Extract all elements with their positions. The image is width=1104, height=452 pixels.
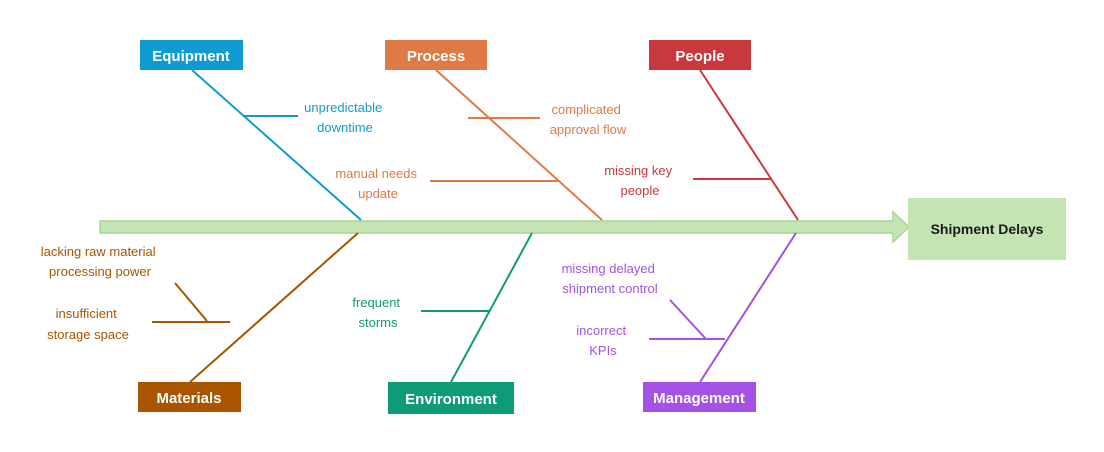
branch-people: People missing key people — [604, 40, 799, 221]
cause-unpredictable-downtime: unpredictable downtime — [304, 100, 386, 135]
effect-label: Shipment Delays — [931, 221, 1044, 237]
category-label-process: Process — [407, 48, 465, 65]
sub-bone-lacking-raw-material — [174, 282, 208, 322]
category-box-management — [643, 382, 756, 412]
bone-equipment — [191, 69, 362, 221]
branch-materials: Materials lacking raw material processin… — [41, 232, 359, 412]
bone-management — [699, 232, 797, 383]
cause-missing-delayed-shipment-control: missing delayed shipment control — [562, 261, 659, 296]
effect-box: Shipment Delays — [908, 198, 1066, 260]
category-label-people: People — [675, 48, 724, 65]
category-label-equipment: Equipment — [152, 48, 230, 65]
cause-missing-key-people: missing key people — [604, 163, 676, 198]
branch-process: Process complicated approval flow manual… — [335, 40, 627, 221]
category-box-environment — [388, 382, 514, 414]
cause-frequent-storms: frequent storms — [352, 295, 403, 330]
category-box-materials — [138, 382, 241, 412]
category-label-materials: Materials — [156, 390, 221, 407]
category-box-equipment — [140, 40, 243, 70]
bone-materials — [189, 232, 359, 383]
cause-lacking-raw-material: lacking raw material processing power — [41, 244, 160, 279]
branch-environment: Environment frequent storms — [352, 232, 533, 414]
cause-insufficient-storage-space: insufficient storage space — [47, 306, 129, 342]
bone-people — [699, 69, 799, 221]
sub-bone-missing-delayed-shipment-control — [669, 299, 707, 340]
bone-environment — [450, 232, 533, 383]
branch-management: Management missing delayed shipment cont… — [562, 232, 797, 412]
bone-process — [435, 69, 603, 221]
category-label-management: Management — [653, 390, 745, 407]
category-box-process — [385, 40, 487, 70]
cause-complicated-approval-flow: complicated approval flow — [550, 102, 627, 137]
category-label-environment: Environment — [405, 391, 497, 408]
spine-arrow — [99, 210, 911, 244]
category-box-people — [649, 40, 751, 70]
branch-equipment: Equipment unpredictable downtime — [140, 40, 386, 221]
cause-manual-needs-update: manual needs update — [335, 166, 420, 201]
cause-incorrect-kpis: incorrect KPIs — [576, 323, 629, 358]
